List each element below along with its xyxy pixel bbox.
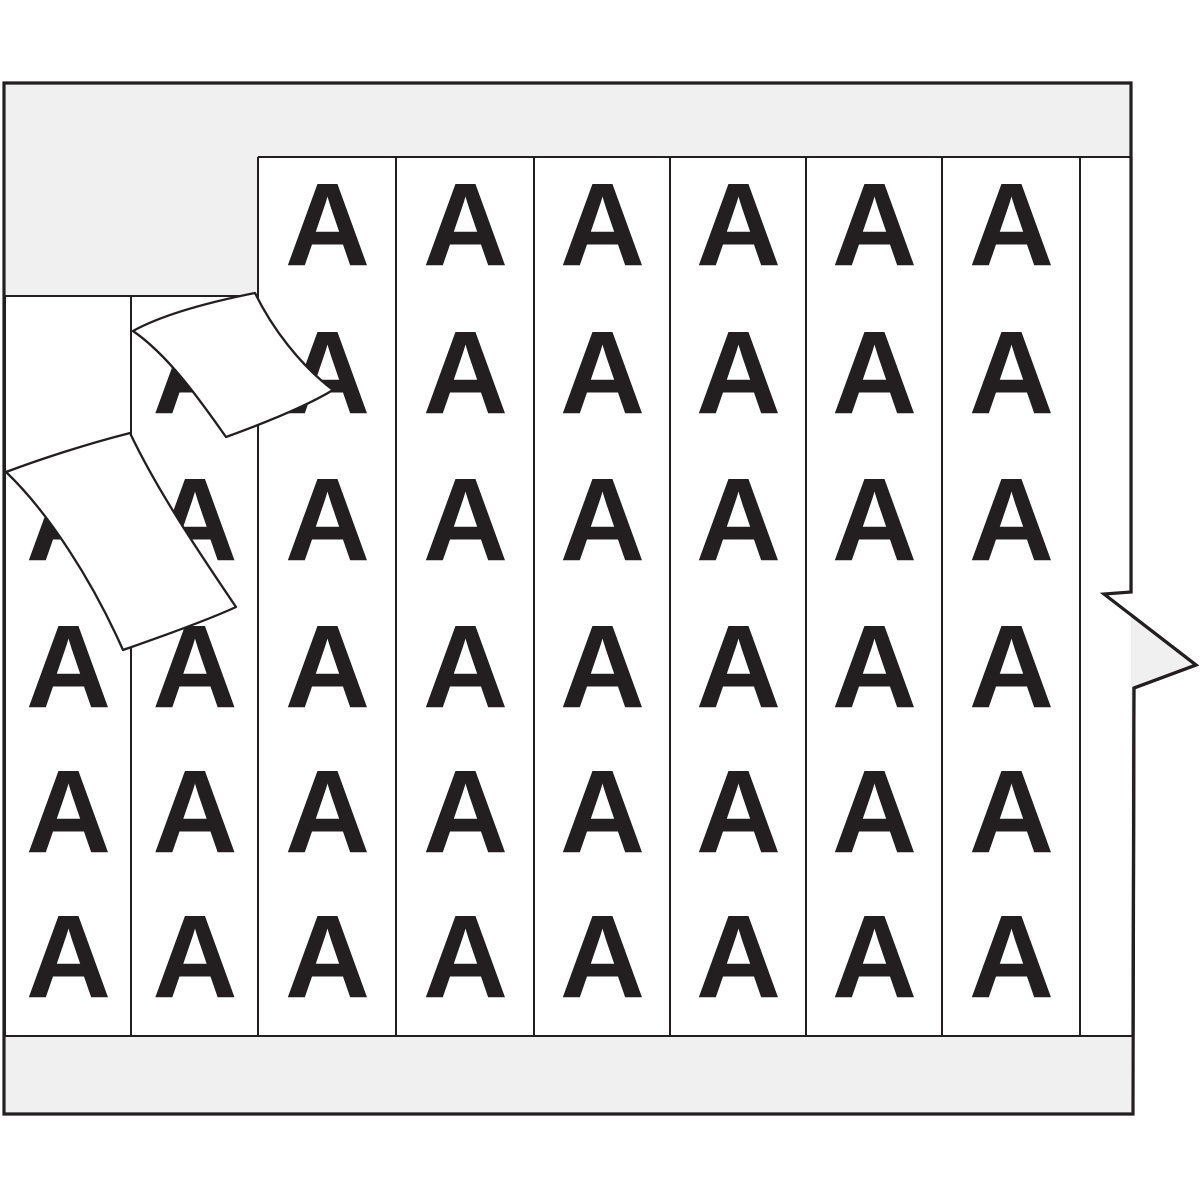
right-edge-notch-group	[1099, 157, 1200, 1037]
right-edge-notch-icon	[1099, 157, 1200, 1037]
label-field-main	[4, 296, 1131, 1036]
label-field-upper	[258, 157, 1131, 297]
label-block-borders	[4, 156, 1133, 1037]
column-separators	[130, 157, 1081, 1036]
